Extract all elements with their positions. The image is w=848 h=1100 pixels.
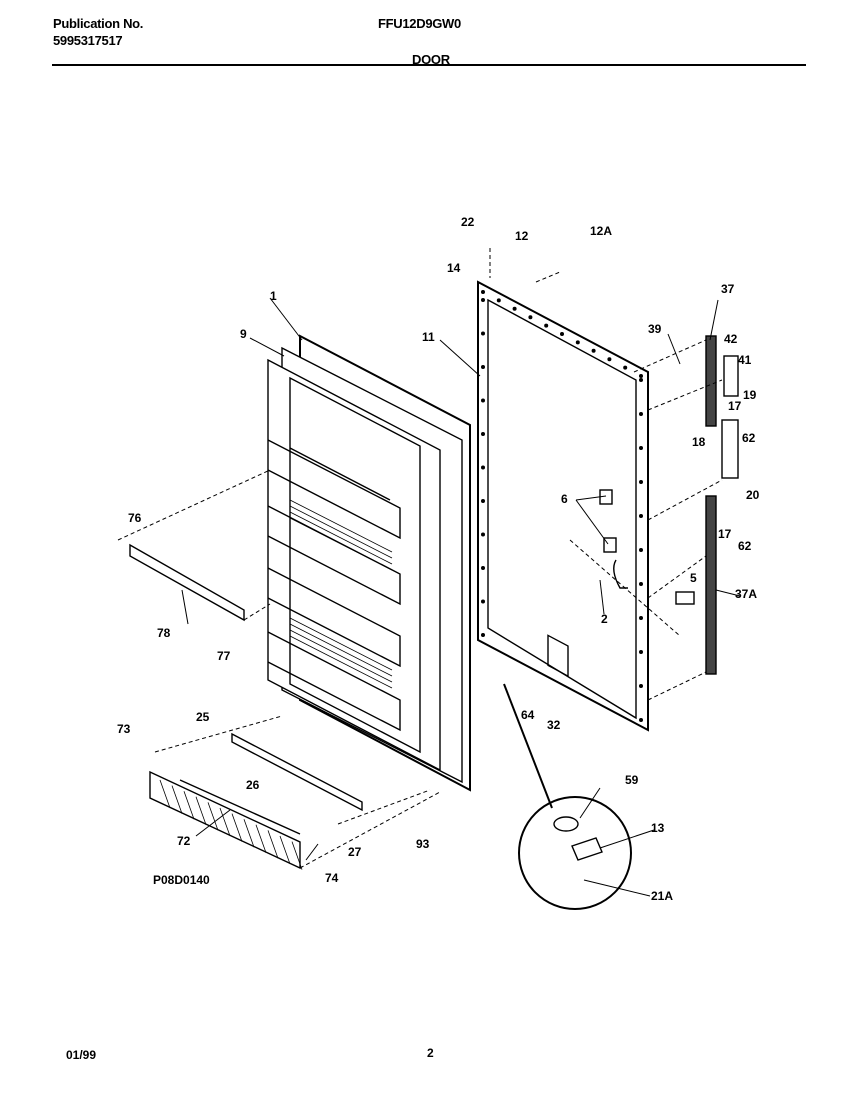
label-17-lower: 17 <box>718 527 732 541</box>
label-78: 78 <box>157 626 171 640</box>
panel-hole <box>481 331 485 336</box>
publication-number: 5995317517 <box>53 33 123 48</box>
label-41: 41 <box>738 353 752 367</box>
door-panel <box>477 280 649 732</box>
basket-rib <box>291 841 303 870</box>
panel-hole <box>639 378 643 382</box>
model-number: FFU12D9GW0 <box>378 16 461 31</box>
label-72: 72 <box>177 834 191 848</box>
label-32: 32 <box>547 718 561 732</box>
label-27: 27 <box>348 845 362 859</box>
label-5: 5 <box>690 571 697 585</box>
panel-hole <box>639 412 643 416</box>
label-20: 20 <box>746 488 760 502</box>
header-rule <box>52 64 806 66</box>
panel-hole <box>639 650 643 654</box>
panel-hole <box>639 446 643 450</box>
panel-hole <box>481 465 485 470</box>
panel-hole <box>639 548 643 552</box>
label-76: 76 <box>128 511 142 525</box>
label-64: 64 <box>521 708 535 722</box>
basket-rib <box>171 785 183 814</box>
label-93: 93 <box>416 837 430 851</box>
label-2: 2 <box>601 612 608 626</box>
basket-rib <box>231 813 243 842</box>
label-59: 59 <box>625 773 639 787</box>
basket-rib <box>279 835 291 865</box>
panel-hole <box>639 374 643 378</box>
panel-hole <box>623 365 628 370</box>
label-14: 14 <box>447 261 461 275</box>
label-77: 77 <box>217 649 231 663</box>
section-title: DOOR <box>412 52 450 67</box>
label-12: 12 <box>515 229 529 243</box>
label-9: 9 <box>240 327 247 341</box>
label-6: 6 <box>561 492 568 506</box>
label-17-upper: 17 <box>728 399 742 413</box>
panel-hole <box>607 357 612 362</box>
label-13: 13 <box>651 821 665 835</box>
label-37a: 37A <box>735 587 757 601</box>
basket-rib <box>207 802 219 831</box>
panel-hole <box>481 298 485 302</box>
panel-hole <box>481 398 485 403</box>
label-39: 39 <box>648 322 662 336</box>
label-62-upper: 62 <box>742 431 756 445</box>
panel-hole <box>481 290 485 294</box>
gasket-strip-lower <box>705 495 717 675</box>
label-21a: 21A <box>651 889 673 903</box>
panel-hole <box>639 582 643 586</box>
panel-hole <box>481 499 485 503</box>
panel-hole <box>639 480 643 484</box>
panel-hole <box>544 323 549 328</box>
revision-date: 01/99 <box>66 1048 97 1062</box>
page-number: 2 <box>427 1046 434 1060</box>
label-25: 25 <box>196 710 210 724</box>
label-73: 73 <box>117 722 131 736</box>
panel-hole <box>639 684 643 688</box>
panel-hole <box>639 616 643 620</box>
label-1: 1 <box>270 289 277 303</box>
door-liner <box>267 334 471 792</box>
gasket-strip-upper <box>705 335 717 427</box>
label-62-lower: 62 <box>738 539 752 553</box>
basket-rib <box>159 779 171 809</box>
basket-rib <box>219 807 231 837</box>
trim-bar <box>129 543 245 622</box>
label-37: 37 <box>721 282 735 296</box>
bottom-basket <box>149 770 303 870</box>
label-18: 18 <box>692 435 706 449</box>
publication-label: Publication No. <box>53 16 144 31</box>
panel-hole <box>639 718 643 722</box>
panel-hole <box>512 306 517 311</box>
label-26: 26 <box>246 778 260 792</box>
panel-hole <box>481 599 485 604</box>
lower-trim <box>231 732 363 812</box>
basket-rib <box>195 796 207 825</box>
panel-hole <box>639 514 643 518</box>
panel-hole <box>481 432 485 436</box>
label-22: 22 <box>461 215 475 229</box>
panel-hole <box>496 298 501 303</box>
basket-rib <box>183 791 195 820</box>
panel-hole <box>481 532 485 537</box>
panel-hole <box>528 315 533 320</box>
panel-hole <box>481 633 485 637</box>
label-74: 74 <box>325 871 339 885</box>
panel-hole <box>591 348 596 353</box>
label-12a: 12A <box>590 224 612 238</box>
basket-rib <box>255 824 267 853</box>
panel-hole <box>560 332 564 336</box>
basket-rib <box>267 830 279 859</box>
basket-rib <box>243 819 255 848</box>
panel-hole <box>481 365 485 369</box>
panel-hole <box>481 566 485 570</box>
label-11: 11 <box>422 330 435 344</box>
label-19: 19 <box>743 388 757 402</box>
label-42: 42 <box>724 332 738 346</box>
hinge-bracket <box>721 419 739 479</box>
panel-hole <box>575 340 580 345</box>
figure-code: P08D0140 <box>153 873 210 887</box>
